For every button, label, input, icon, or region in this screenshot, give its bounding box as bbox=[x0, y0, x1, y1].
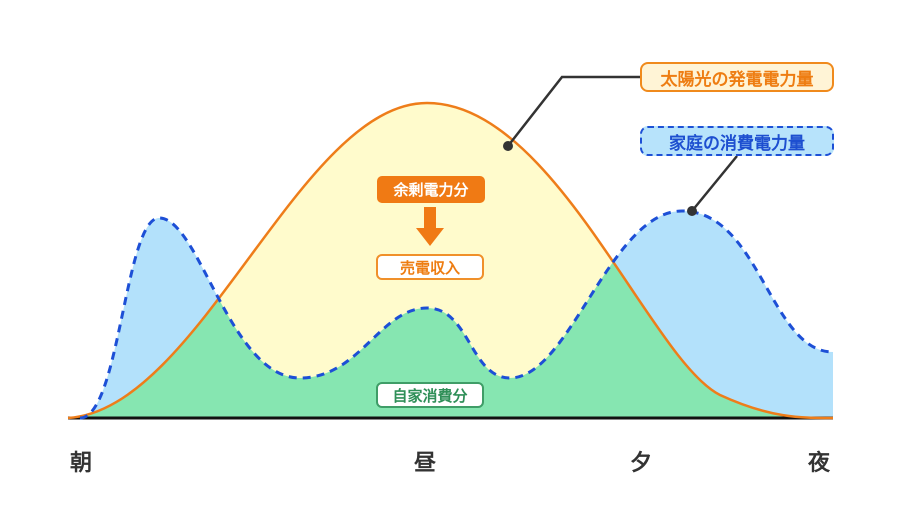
self-consumption-label: 自家消費分 bbox=[376, 382, 484, 408]
home-leader-dot bbox=[687, 206, 697, 216]
down-arrow-icon bbox=[416, 228, 444, 246]
home-consumption-line bbox=[79, 209, 834, 420]
tick-morning: 朝 bbox=[70, 451, 93, 476]
tick-noon: 昼 bbox=[414, 451, 437, 476]
surplus-power-badge: 余剰電力分 bbox=[377, 176, 485, 203]
home-consumption-label: 家庭の消費電力量 bbox=[640, 126, 834, 156]
tick-night: 夜 bbox=[808, 451, 831, 476]
solar-generation-line bbox=[67, 101, 834, 420]
home-leader-line bbox=[691, 155, 738, 212]
sales-income-label: 売電収入 bbox=[376, 254, 484, 280]
down-arrow-shaft bbox=[424, 207, 436, 229]
solar-leader-line bbox=[507, 75, 640, 147]
tick-evening: 夕 bbox=[630, 451, 653, 476]
solar-leader-dot bbox=[503, 141, 513, 151]
solar-generation-label: 太陽光の発電電力量 bbox=[640, 62, 834, 92]
